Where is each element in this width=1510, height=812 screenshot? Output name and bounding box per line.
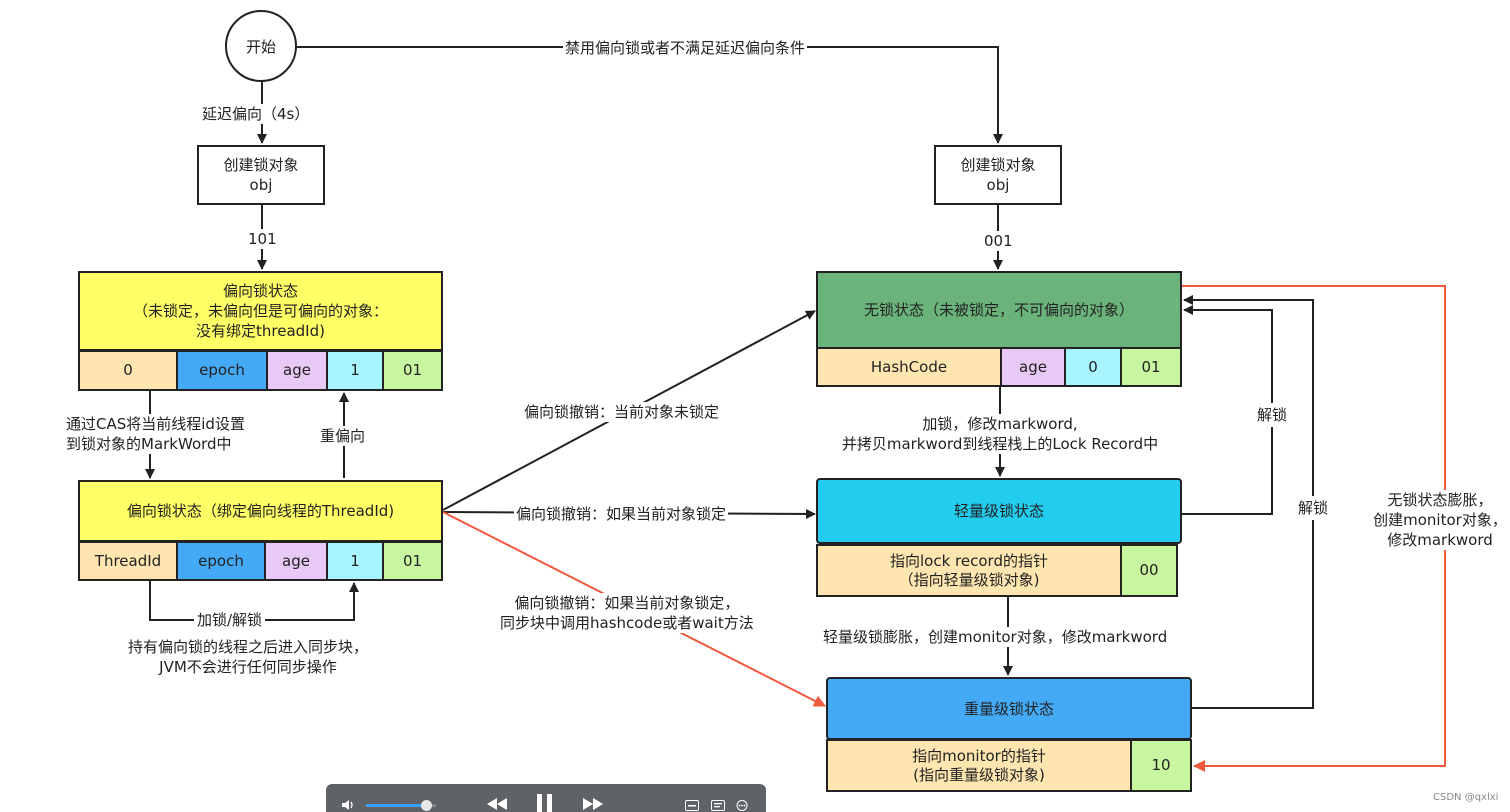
start-node: 开始	[225, 10, 297, 82]
watermark: CSDN @qxlxi	[1433, 792, 1499, 803]
heavyweight-cell-pointer: 指向monitor的指针 (指向重量级锁对象)	[826, 739, 1132, 792]
lightweight-cell-pointer: 指向lock record的指针 （指向轻量级锁对象)	[816, 544, 1122, 597]
biasable-cell-age: age	[266, 350, 328, 391]
more-icon[interactable]	[734, 799, 750, 811]
lightweight-state-box: 轻量级锁状态	[816, 478, 1182, 544]
edge-start-to-right-create	[296, 46, 1003, 144]
settings-icon[interactable]	[710, 799, 726, 811]
top-edge-label: 禁用偏向锁或者不满足延迟偏向条件	[563, 38, 808, 58]
biasable-cell-biased-flag: 1	[326, 350, 384, 391]
video-player-bar	[326, 784, 766, 812]
right-create-obj-box: 创建锁对象 obj	[934, 145, 1062, 205]
unlocked-cell-biased-flag: 0	[1064, 347, 1122, 387]
rewind-icon[interactable]	[484, 796, 510, 812]
unlocked-inflate-label: 无锁状态膨胀， 创建monitor对象， 修改markword	[1370, 490, 1510, 550]
inflate-label: 轻量级锁膨胀，创建monitor对象，修改markword	[819, 627, 1172, 647]
biasable-cell-lock-bits: 01	[382, 350, 443, 391]
biased-cell-epoch: epoch	[176, 541, 266, 581]
biasable-cell-epoch: epoch	[176, 350, 268, 391]
lightweight-cell-lock-bits: 00	[1120, 544, 1178, 597]
unlocked-cell-lock-bits: 01	[1120, 347, 1182, 387]
volume-icon[interactable]	[340, 798, 358, 812]
cas-note: 通过CAS将当前线程id设置 到锁对象的MarkWord中	[64, 414, 247, 454]
subtitle-icon[interactable]	[684, 799, 700, 811]
biased-markword-row: ThreadId epoch age 1 01	[78, 541, 443, 581]
biasable-markword-row: 0 epoch age 1 01	[78, 350, 443, 391]
volume-slider-fill	[366, 804, 426, 807]
start-label: 开始	[245, 37, 276, 56]
volume-slider-knob[interactable]	[420, 800, 432, 811]
heavyweight-cell-lock-bits: 10	[1130, 739, 1192, 792]
sync-note: 持有偏向锁的线程之后进入同步块， JVM不会进行任何同步操作	[127, 638, 368, 676]
unlocked-cell-age: age	[1000, 347, 1066, 387]
biasable-cell-unused: 0	[78, 350, 178, 391]
heavyweight-markword-row: 指向monitor的指针 (指向重量级锁对象) 10	[826, 739, 1192, 792]
bits-001-label: 001	[982, 231, 1015, 251]
biased-cell-lock-bits: 01	[382, 541, 443, 581]
unlocked-state-box: 无锁状态（未被锁定，不可偏向的对象）	[816, 271, 1182, 349]
bits-101-label: 101	[246, 229, 279, 249]
volume-slider[interactable]	[366, 800, 436, 811]
lock-modify-label: 加锁，修改markword, 并拷贝markword到线程栈上的Lock Rec…	[825, 414, 1175, 454]
lock-unlock-label: 加锁/解锁	[194, 610, 266, 630]
unlock-label-lightweight: 解锁	[1255, 403, 1290, 427]
unlocked-markword-row: HashCode age 0 01	[816, 347, 1182, 387]
biased-state-box: 偏向锁状态（绑定偏向线程的ThreadId)	[78, 480, 443, 542]
revoke-hashcode-label: 偏向锁撤销：如果当前对象锁定， 同步块中调用hashcode或者wait方法	[498, 593, 756, 633]
revoke-unlocked-label: 偏向锁撤销：当前对象未锁定	[522, 402, 722, 422]
biased-cell-threadid: ThreadId	[78, 541, 178, 581]
biasable-state-box: 偏向锁状态 （未锁定，未偏向但是可偏向的对象： 没有绑定threadId)	[78, 271, 443, 351]
unlocked-cell-hashcode: HashCode	[816, 347, 1002, 387]
lightweight-markword-row: 指向lock record的指针 （指向轻量级锁对象) 00	[816, 544, 1178, 597]
biased-cell-age: age	[264, 541, 328, 581]
left-create-obj-box: 创建锁对象 obj	[197, 145, 325, 205]
heavyweight-state-box: 重量级锁状态	[826, 677, 1192, 740]
biased-cell-biased-flag: 1	[326, 541, 384, 581]
fast-forward-icon[interactable]	[580, 796, 606, 812]
rebias-label: 重偏向	[318, 426, 368, 446]
pause-icon[interactable]	[534, 794, 556, 812]
revoke-locked-label: 偏向锁撤销：如果当前对象锁定	[514, 504, 729, 524]
unlock-label-heavyweight: 解锁	[1296, 496, 1331, 520]
edge-heavyweight-unlock	[1183, 295, 1314, 709]
delay-label: 延迟偏向（4s）	[200, 104, 312, 124]
